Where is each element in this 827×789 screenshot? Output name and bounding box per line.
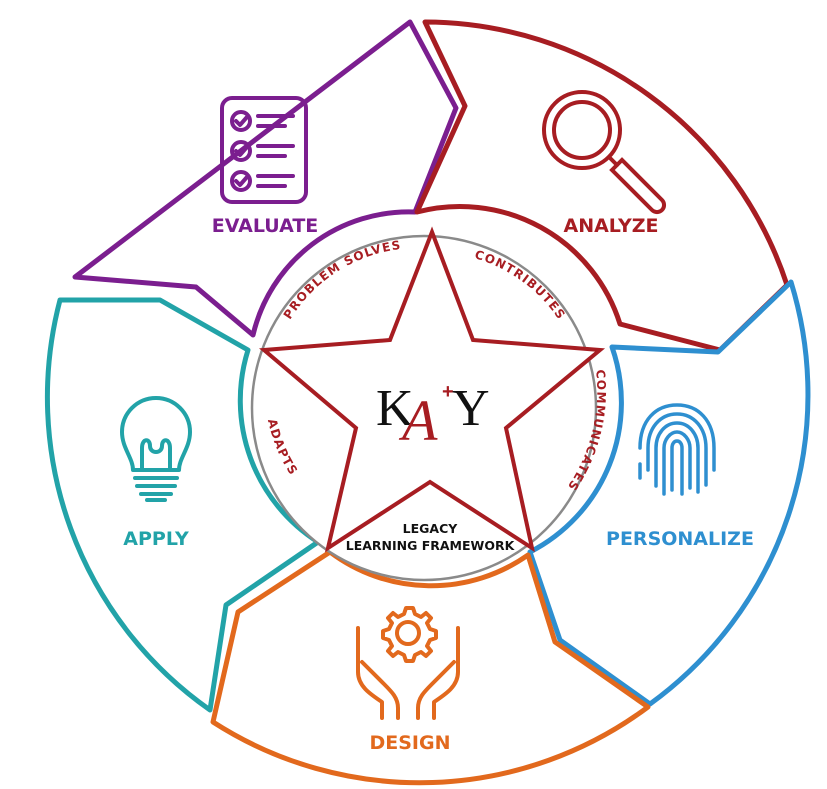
- framework-title-line1: LEGACY: [403, 521, 459, 536]
- segment-design-shape: [210, 549, 651, 786]
- logo-letter-y: Y: [452, 380, 490, 437]
- segment-personalize-label: PERSONALIZE: [606, 528, 754, 550]
- center-star: [259, 226, 606, 553]
- segment-analyze-label: ANALYZE: [564, 215, 659, 237]
- segment-apply-label: APPLY: [123, 528, 189, 550]
- segment-design-label: DESIGN: [369, 732, 450, 754]
- lightbulb-icon: [120, 396, 192, 502]
- hands-gear-icon: [356, 606, 460, 720]
- segment-evaluate-label: EVALUATE: [212, 215, 319, 237]
- logo-plus: +: [442, 381, 454, 403]
- logo-letter-a: A: [398, 388, 438, 453]
- segment-personalize-shape: [527, 279, 811, 707]
- logo-letter-k: K: [376, 380, 414, 437]
- magnifier-icon: [542, 90, 667, 215]
- framework-title-line2: LEARNING FRAMEWORK: [346, 538, 516, 553]
- fingerprint-icon: [638, 403, 716, 496]
- segment-apply-shape: [44, 297, 321, 713]
- segment-evaluate-shape: [72, 19, 459, 338]
- checklist-icon: [220, 96, 308, 204]
